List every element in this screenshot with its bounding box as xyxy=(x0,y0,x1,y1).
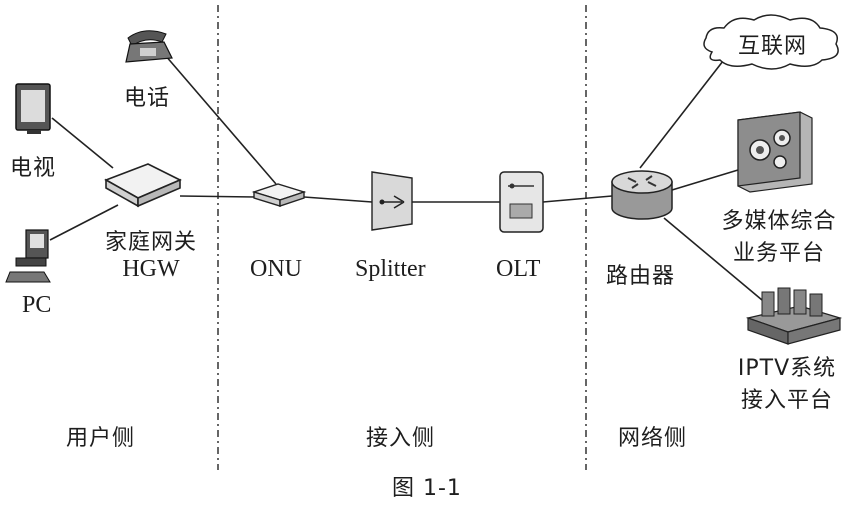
pc-icon xyxy=(5,229,51,283)
olt-icon xyxy=(499,171,544,233)
onu-icon xyxy=(251,183,307,207)
router-icon xyxy=(611,170,673,220)
cloud-icon xyxy=(703,14,839,70)
tv-label: 电视 xyxy=(10,156,57,181)
link-gateway-onu xyxy=(179,195,256,198)
gateway-label-en: HGW xyxy=(122,256,180,282)
link-router-multimedia xyxy=(671,169,739,191)
gears-icon xyxy=(737,111,813,193)
onu-label: ONU xyxy=(250,256,302,282)
link-olt-router xyxy=(542,195,613,203)
phone-label: 电话 xyxy=(124,86,171,111)
internet-label: 互联网 xyxy=(738,34,808,59)
phone-icon xyxy=(125,30,173,63)
pc-label: PC xyxy=(22,292,52,318)
zone-network-side: 网络侧 xyxy=(618,426,688,451)
multimedia-label-line1: 多媒体综合 xyxy=(721,209,837,234)
gateway-icon xyxy=(104,163,182,208)
link-onu-splitter xyxy=(303,196,373,203)
link-router-iptv xyxy=(663,217,763,301)
zone-access-side: 接入侧 xyxy=(366,426,436,451)
link-tv-gateway xyxy=(51,117,114,169)
link-phone-onu xyxy=(164,54,277,185)
iptv-label-line1: IPTV系统 xyxy=(737,356,837,381)
connection-lines xyxy=(49,51,763,301)
figure-caption: 图 1-1 xyxy=(392,476,462,501)
link-router-internet xyxy=(639,51,731,169)
link-pc-gateway xyxy=(49,204,119,241)
iptv-label-line2: 接入平台 xyxy=(740,388,833,413)
router-label: 路由器 xyxy=(606,264,676,289)
zone-user-side: 用户侧 xyxy=(66,426,136,451)
gateway-label-cn: 家庭网关 xyxy=(104,230,197,255)
splitter-icon xyxy=(371,171,413,231)
multimedia-label-line2: 业务平台 xyxy=(732,241,825,266)
server-rack-icon xyxy=(745,287,843,345)
splitter-label: Splitter xyxy=(355,256,426,282)
tv-icon xyxy=(15,83,51,134)
olt-label: OLT xyxy=(496,256,541,282)
